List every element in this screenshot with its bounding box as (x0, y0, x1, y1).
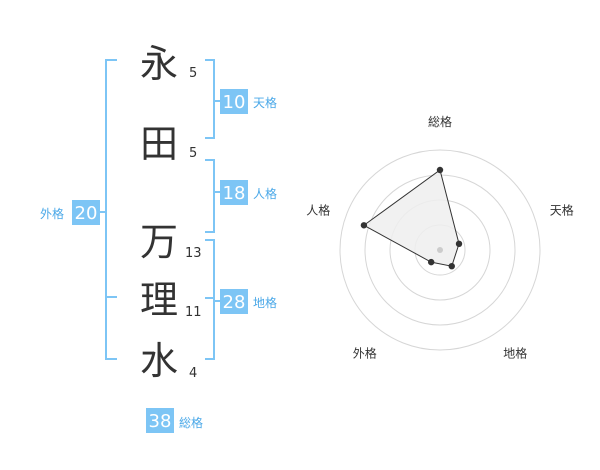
soukaku-box (146, 408, 174, 433)
radar-point-2 (455, 240, 463, 248)
radar-ring-4 (339, 149, 541, 351)
chikaku-bracket (205, 239, 215, 360)
stroke-count-3: 13 (185, 246, 202, 261)
radar-axis-label-5: 人格 (306, 202, 330, 217)
gaikaku-bracket (105, 59, 117, 360)
tenkaku-label: 天格 (253, 95, 277, 110)
soukaku-value: 38 (149, 411, 172, 432)
name-char-3: 万 (140, 220, 178, 264)
name-char-4: 理 (140, 278, 178, 322)
gaikaku-box (72, 200, 100, 225)
tenkaku-bracket (205, 59, 215, 139)
tenkaku-value: 10 (223, 92, 246, 113)
radar-point-1 (436, 166, 444, 174)
brackets (98, 59, 117, 360)
stroke-count-2: 5 (189, 146, 197, 161)
name-characters: 永 5 田 5 万 13 理 11 水 4 (140, 42, 202, 383)
radar-axis-label-3: 地格 (503, 346, 527, 361)
chikaku-value: 28 (223, 292, 246, 313)
radar-point-5 (360, 222, 368, 229)
radar-axis-label-1: 総格 (428, 114, 452, 129)
chikaku-label: 地格 (253, 295, 277, 310)
radar-point-3 (448, 262, 455, 270)
radar-axis-label-2: 天格 (550, 202, 574, 217)
radar-axis-label-4: 外格 (353, 346, 377, 361)
name-char-5: 水 (140, 339, 178, 383)
jinkaku-label: 人格 (253, 186, 277, 201)
chikaku-box (220, 289, 248, 314)
radar-area (362, 169, 460, 267)
gaikaku-value: 20 (75, 203, 98, 224)
right-brackets (205, 59, 220, 360)
stroke-count-5: 4 (189, 366, 197, 381)
tenkaku-box (220, 89, 248, 114)
fortune-boxes: 10 天格 18 人格 28 地格 外格 20 38 総格 (40, 89, 277, 433)
radar-point-4 (427, 258, 435, 266)
jinkaku-bracket (205, 159, 215, 233)
jinkaku-value: 18 (223, 183, 246, 204)
soukaku-label: 総格 (179, 415, 203, 430)
stroke-count-4: 11 (185, 305, 202, 320)
jinkaku-box (220, 180, 248, 205)
name-char-1: 永 (140, 42, 178, 86)
radar-points (360, 166, 463, 270)
stroke-count-1: 5 (189, 66, 197, 81)
gaikaku-label: 外格 (40, 206, 64, 221)
radar-center-dot (437, 247, 443, 253)
name-char-2: 田 (140, 122, 178, 166)
